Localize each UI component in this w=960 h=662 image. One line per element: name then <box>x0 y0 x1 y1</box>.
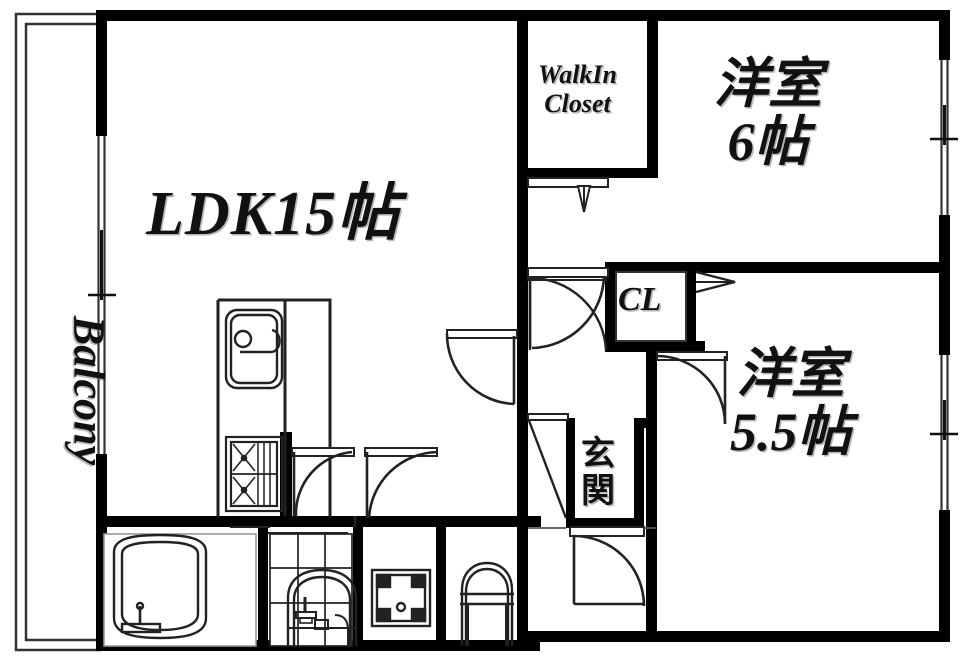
shower-floor <box>269 533 353 647</box>
kitchen-sink <box>224 308 284 390</box>
hall-closet-door[interactable] <box>527 267 609 351</box>
room-label-entrance: 玄 関 <box>581 436 615 510</box>
vanity-sink <box>286 568 358 646</box>
bathroom-door[interactable] <box>230 526 348 534</box>
service-block-walls <box>258 527 446 651</box>
toilet-door[interactable] <box>291 447 355 517</box>
bedroom1-window[interactable] <box>930 60 958 215</box>
room-label-bedroom-main: 洋室 6帖 <box>714 54 822 173</box>
room-label-ldk: LDK15帖 <box>146 180 401 248</box>
balcony-sliding-window[interactable] <box>88 136 116 454</box>
room-label-bedroom-second: 洋室 5.5帖 <box>730 344 852 463</box>
room-label-walkin-closet: WalkIn Closet <box>538 60 617 119</box>
bathtub <box>103 533 257 647</box>
walkin-closet-door[interactable] <box>527 177 609 213</box>
gas-stove <box>224 435 284 513</box>
toilet <box>460 561 514 646</box>
closet-thin-lines <box>615 271 687 342</box>
cl-closet-door[interactable] <box>695 270 736 294</box>
ldk-hall-door[interactable] <box>445 329 518 406</box>
room-label-closet: CL <box>618 281 662 318</box>
bedroom2-window[interactable] <box>930 355 958 510</box>
washroom-door[interactable] <box>364 447 438 519</box>
bedroom2-door[interactable] <box>656 351 728 425</box>
entrance-door[interactable] <box>569 526 646 607</box>
washing-machine-pan <box>370 568 432 628</box>
genkan-step <box>526 413 569 519</box>
room-label-balcony: Balcony <box>64 315 114 465</box>
